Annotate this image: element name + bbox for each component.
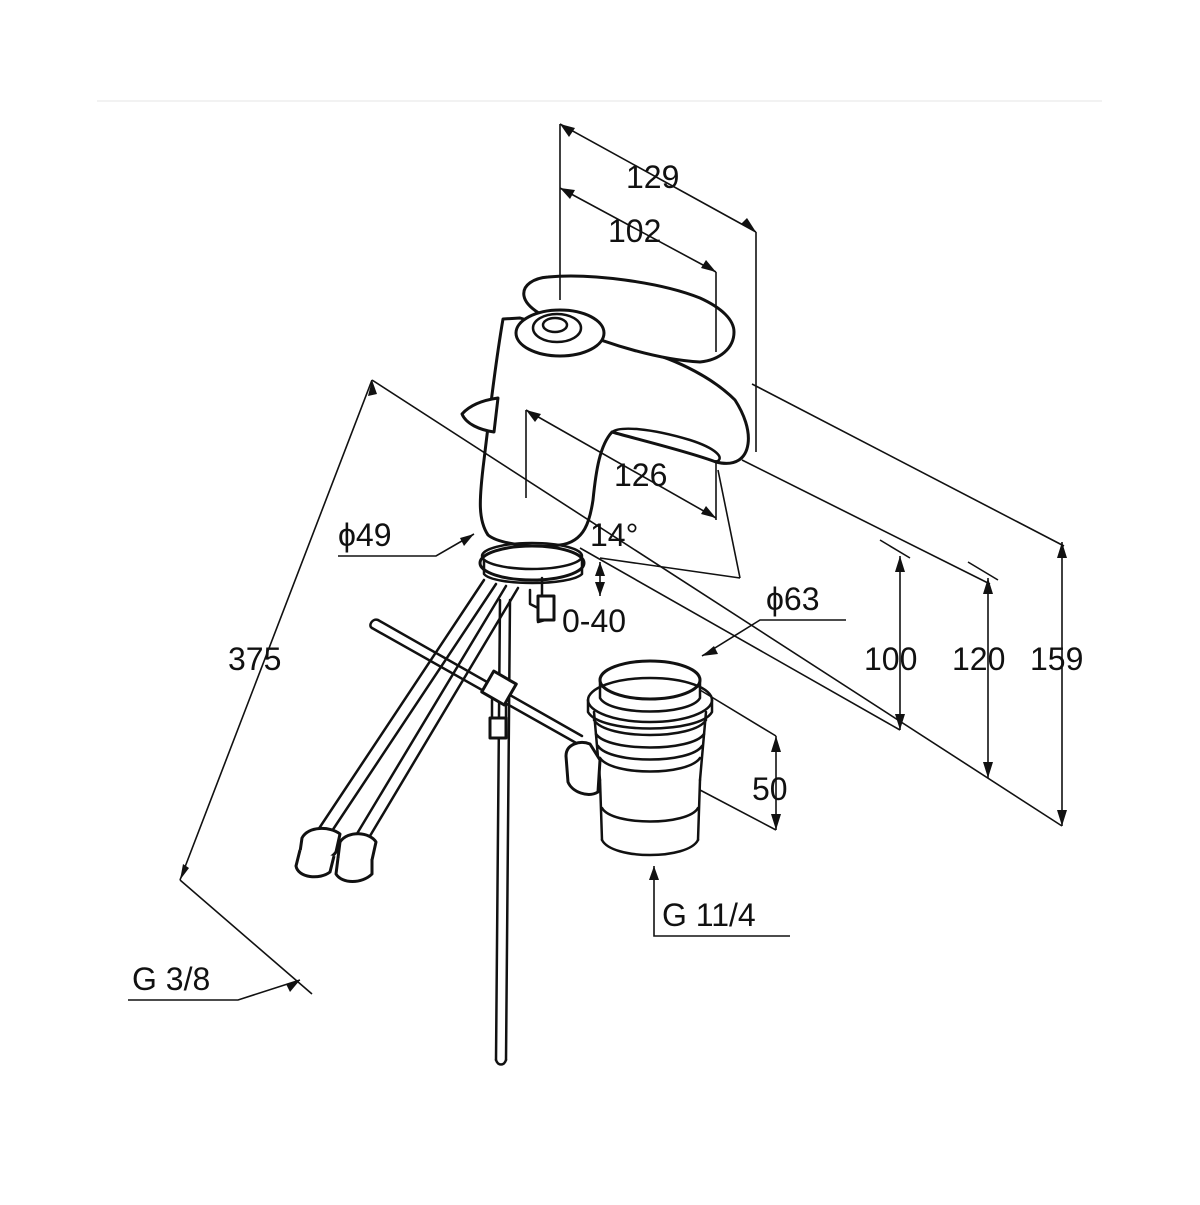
dim-label-diameter-49: ϕ49 xyxy=(338,517,392,553)
dim-label-159: 159 xyxy=(1030,641,1083,677)
dimension-lines xyxy=(128,123,1065,1001)
drain-assembly xyxy=(564,659,714,857)
supply-hoses xyxy=(294,578,520,883)
faucet-body xyxy=(460,274,750,624)
dim-label-102: 102 xyxy=(608,213,661,249)
dim-label-14-degrees: 14° xyxy=(590,517,638,553)
dim-label-50: 50 xyxy=(752,771,788,807)
pop-up-rod xyxy=(369,598,584,1066)
dim-label-126: 126 xyxy=(614,457,667,493)
arrowheads xyxy=(180,124,1067,992)
thread-label-supply: G 3/8 xyxy=(132,961,210,997)
dim-label-0-40: 0-40 xyxy=(562,603,626,639)
dim-label-129: 129 xyxy=(626,159,679,195)
dim-label-100: 100 xyxy=(864,641,917,677)
dim-label-120: 120 xyxy=(952,641,1005,677)
thread-label-drain: G 11/4 xyxy=(662,897,756,933)
dim-label-diameter-63: ϕ63 xyxy=(766,581,820,617)
dim-label-375: 375 xyxy=(228,641,281,677)
